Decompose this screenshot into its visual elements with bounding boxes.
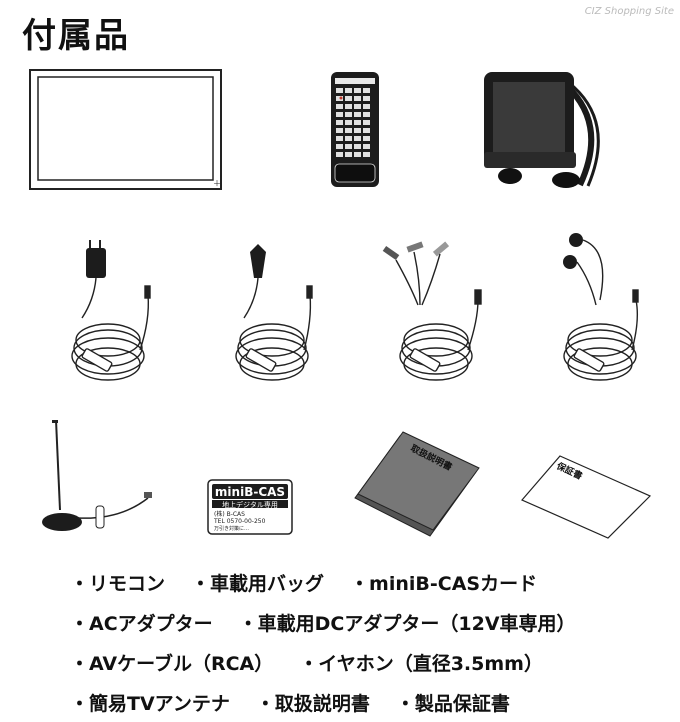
caption-manual: ・取扱説明書 — [255, 692, 370, 715]
caption-av-cable: ・AVケーブル（RCA） — [70, 652, 274, 675]
manual-booklet-image: 取扱説明書 — [354, 431, 480, 537]
warranty-card-image: 保証書 — [521, 455, 652, 539]
remote-control-image — [331, 72, 379, 187]
caption-remote: ・リモコン — [70, 572, 166, 595]
accessory-caption-list: ・リモコン ・車載用バッグ ・miniB-CASカード ・ACアダプター ・車載… — [70, 562, 670, 722]
bcas-logo-text: miniB-CAS — [215, 485, 285, 499]
page-title: 付属品 — [22, 16, 130, 56]
site-watermark: CIZ Shopping Site — [584, 6, 674, 17]
mini-bcas-card: miniB-CAS 地上デジタル専用 (株) B-CAS TEL 0570-00… — [207, 479, 293, 535]
monitor-image: ＋ — [29, 69, 222, 190]
tv-antenna-image — [42, 419, 152, 531]
caption-row-3: ・AVケーブル（RCA） ・イヤホン（直径3.5mm） — [70, 642, 670, 682]
car-bag-image — [484, 72, 600, 188]
bcas-line-2: TEL 0570-00-250 — [213, 518, 266, 525]
caption-ac-adapter: ・ACアダプター — [70, 612, 213, 635]
caption-earphones: ・イヤホン（直径3.5mm） — [299, 652, 543, 675]
dc-adapter-image — [235, 244, 313, 381]
bcas-line-3: 万引き対策に… — [214, 525, 249, 532]
caption-bcas-card: ・miniB-CASカード — [350, 572, 538, 595]
caption-row-1: ・リモコン ・車載用バッグ ・miniB-CASカード — [70, 562, 670, 602]
caption-car-bag: ・車載用バッグ — [191, 572, 325, 595]
earphones-image — [563, 233, 639, 381]
accessory-illustrations: ＋ — [29, 69, 652, 539]
caption-dc-adapter: ・車載用DCアダプター（12V車専用） — [238, 612, 576, 635]
bcas-sub-text: 地上デジタル専用 — [222, 500, 278, 509]
caption-tv-antenna: ・簡易TVアンテナ — [70, 692, 230, 715]
bcas-line-1: (株) B-CAS — [214, 510, 245, 518]
caption-warranty: ・製品保証書 — [395, 692, 510, 715]
caption-row-2: ・ACアダプター ・車載用DCアダプター（12V車専用） — [70, 602, 670, 642]
av-cable-image — [382, 241, 482, 381]
caption-row-4: ・簡易TVアンテナ ・取扱説明書 ・製品保証書 — [70, 682, 670, 722]
ac-adapter-image — [71, 240, 151, 381]
svg-text:＋: ＋ — [213, 179, 221, 188]
